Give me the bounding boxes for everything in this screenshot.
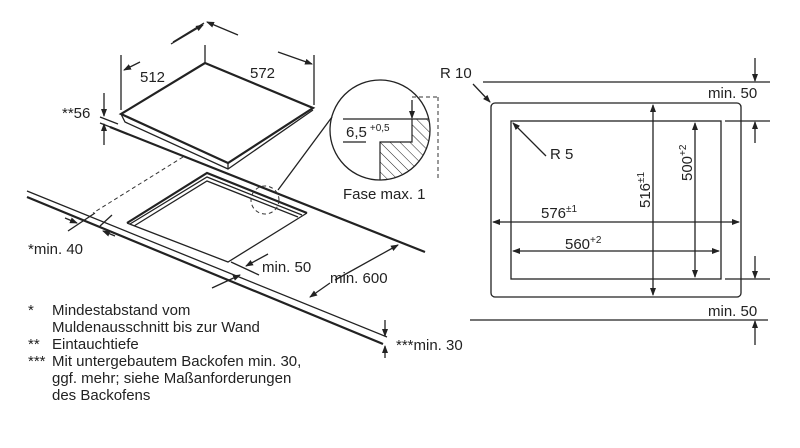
clearance-dimensions: *min. 40 min. 50 min. 600 ***min. 30 xyxy=(28,212,463,358)
upper-clearance-label: min. 600 xyxy=(330,270,388,287)
outer-width-label: 576±1 xyxy=(541,204,578,222)
wall-clearance-label: *min. 40 xyxy=(28,241,83,258)
min-bottom-label: min. 50 xyxy=(708,303,757,320)
hob-drawing xyxy=(118,61,316,170)
inner-depth-label: 500+2 xyxy=(678,144,696,181)
installation-depth-label: **56 xyxy=(62,105,90,122)
footnote-line: Muldenausschnitt bis zur Wand xyxy=(52,319,260,336)
footnote-line: ggf. mehr; siehe Maßanforderungen xyxy=(52,370,292,387)
footnotes: *Mindestabstand vom Muldenausschnitt bis… xyxy=(28,302,301,404)
footnote-line: ***Mit untergebautem Backofen min. 30, xyxy=(28,353,302,370)
countertop xyxy=(26,116,426,346)
front-clearance-label: min. 50 xyxy=(262,259,311,276)
chamfer-detail: 6,5+0,5 Fase max. 1 xyxy=(329,79,439,203)
chamfer-label: Fase max. 1 xyxy=(343,186,426,203)
outer-depth-label: 516±1 xyxy=(636,171,654,208)
hob-dimensions: 512 572 **56 xyxy=(62,21,315,145)
recess-label: 6,5+0,5 xyxy=(346,123,390,141)
footnote-line: *Mindestabstand vom xyxy=(28,302,191,319)
footnote-line: **Eintauchtiefe xyxy=(28,336,139,353)
footnote-line: des Backofens xyxy=(52,387,151,404)
min-top-label: min. 50 xyxy=(708,85,757,102)
cutout-plan: min. 50 min. 50 R 10 R 5 576±1 560+2 516… xyxy=(440,58,770,345)
hob-depth-label: 512 xyxy=(140,69,165,86)
hob-width-label: 572 xyxy=(250,65,275,82)
inner-radius-label: R 5 xyxy=(550,146,573,163)
inner-width-label: 560+2 xyxy=(565,235,602,253)
counter-below-clearance-label: ***min. 30 xyxy=(396,337,463,354)
outer-radius-label: R 10 xyxy=(440,65,472,82)
